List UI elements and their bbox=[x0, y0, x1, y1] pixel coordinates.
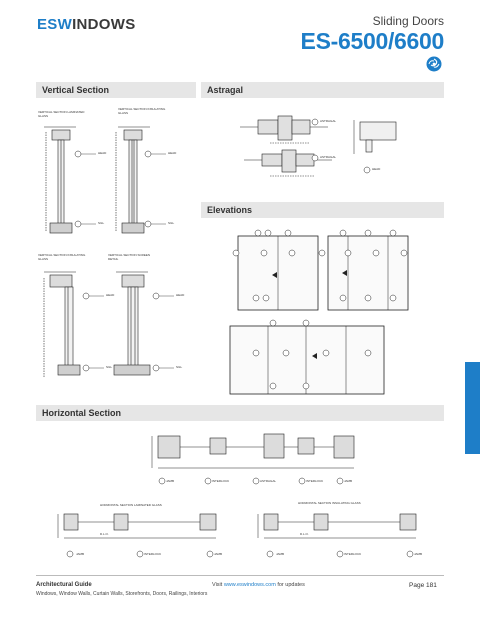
vertical-screen-label: VERTICAL SECTION SCREEN DETAIL bbox=[108, 253, 151, 261]
jamb-tag-1: JAMB bbox=[166, 479, 175, 483]
vertical-laminated-label: VERTICAL SECTION LAMINATED GLASS bbox=[38, 110, 85, 118]
elevations-title: Elevations bbox=[207, 205, 253, 215]
horizontal-insulating-label: HORIZONTAL SECTION INSULATING GLASS bbox=[298, 501, 361, 505]
section-side-tab bbox=[465, 362, 480, 454]
footer-visit: Visit www.eswindows.com for updates bbox=[212, 582, 305, 588]
interlock-tag-2: INTERLOCK bbox=[306, 479, 324, 483]
swirl-icon bbox=[426, 56, 442, 72]
interlock-tag-1: INTERLOCK bbox=[212, 479, 230, 483]
logo-windows: INDOWS bbox=[72, 16, 136, 33]
sill-tag-2: SILL bbox=[168, 221, 175, 225]
section-bar-astragal: Astragal bbox=[201, 82, 444, 98]
section-bar-elevations: Elevations bbox=[201, 202, 444, 218]
footer-guide-title: Architectural Guide bbox=[36, 582, 92, 588]
jamb-tag-5: JAMB bbox=[276, 552, 285, 556]
interlock-tag-3: INTERLOCK bbox=[144, 552, 162, 556]
horizontal-laminated-label: HORIZONTAL SECTION LAMINATED GLASS bbox=[100, 503, 162, 507]
vertical-insulating-label: VERTICAL SECTION INSULATING GLASS bbox=[118, 107, 166, 115]
vertical-section-title: Vertical Section bbox=[42, 85, 110, 95]
page-title: ES-6500/6600 bbox=[300, 28, 445, 54]
head-tag-2: HEAD bbox=[168, 151, 177, 155]
elevations-drawing bbox=[229, 229, 409, 395]
jamb-tag-4: JAMB bbox=[214, 552, 223, 556]
horizontal-section-title: Horizontal Section bbox=[42, 408, 122, 418]
page-number: Page 181 bbox=[409, 582, 437, 589]
section-bar-horizontal: Horizontal Section bbox=[36, 405, 444, 421]
head-tag-1: HEAD bbox=[98, 151, 107, 155]
astragal-tag-2: ASTRAGAL bbox=[320, 155, 337, 159]
footer-description: Windows, Window Walls, Curtain Walls, St… bbox=[36, 591, 208, 597]
dlo-tag-1: D.L.O. bbox=[100, 532, 109, 536]
jamb-tag-2: JAMB bbox=[344, 479, 353, 483]
horizontal-section-drawing bbox=[57, 433, 417, 558]
brand-logo: ESWINDOWS bbox=[37, 16, 136, 33]
footer-visit-prefix: Visit bbox=[212, 582, 224, 588]
vertical-section-drawing bbox=[43, 126, 174, 378]
astragal-drawing bbox=[240, 115, 397, 177]
jamb-tag-6: JAMB bbox=[414, 552, 423, 556]
astragal-head-tag: HEAD bbox=[372, 167, 381, 171]
sill-tag-4: SILL bbox=[176, 365, 183, 369]
astragal-tag-1: ASTRAGAL bbox=[320, 119, 337, 123]
product-category: Sliding Doors bbox=[372, 14, 444, 28]
vertical-insulating-label-lower: VERTICAL SECTION INSULATING GLASS bbox=[38, 253, 86, 261]
head-tag-3: HEAD bbox=[106, 293, 115, 297]
logo-esw: ESW bbox=[37, 16, 73, 33]
footer-divider bbox=[36, 575, 444, 576]
head-tag-4: HEAD bbox=[176, 293, 185, 297]
sill-tag-3: SILL bbox=[106, 365, 113, 369]
jamb-tag-3: JAMB bbox=[76, 552, 85, 556]
website-link[interactable]: www.eswindows.com bbox=[223, 582, 276, 588]
interlock-tag-4: INTERLOCK bbox=[344, 552, 362, 556]
section-bar-vertical: Vertical Section bbox=[36, 82, 196, 98]
astragal-tag-h: ASTRAGAL bbox=[260, 479, 277, 483]
astragal-title: Astragal bbox=[207, 85, 244, 95]
footer-visit-suffix: for updates bbox=[275, 582, 305, 588]
sill-tag-1: SILL bbox=[98, 221, 105, 225]
dlo-tag-2: D.L.O. bbox=[300, 532, 309, 536]
